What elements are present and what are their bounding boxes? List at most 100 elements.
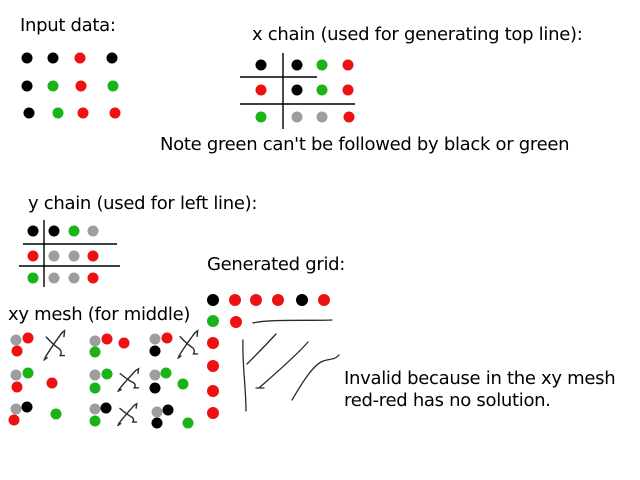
dot-gray — [68, 272, 80, 284]
dot-black — [21, 80, 33, 92]
dot-gray — [149, 333, 161, 345]
input-data-grid — [21, 52, 121, 119]
dot-green — [160, 367, 172, 379]
green-rule-note: Note green can't be followed by black or… — [160, 134, 570, 155]
dot-black — [151, 417, 163, 429]
dot-black — [162, 404, 174, 416]
dot-red — [46, 377, 58, 389]
no-solution-x-icon — [117, 402, 138, 427]
dot-green — [316, 59, 328, 71]
dot-green — [89, 415, 101, 427]
dot-gray — [316, 111, 328, 123]
invalid-note-line2: red-red has no solution. — [344, 390, 551, 411]
dot-gray — [87, 225, 99, 237]
dot-red — [27, 250, 39, 262]
dot-red — [11, 345, 23, 357]
dot-black — [291, 59, 303, 71]
no-solution-x-icon — [177, 329, 199, 359]
dot-red — [109, 107, 121, 119]
dot-gray — [149, 369, 161, 381]
dot-red — [230, 316, 242, 328]
dot-green — [101, 368, 113, 380]
dot-black — [21, 52, 33, 64]
no-solution-x-icon — [45, 336, 66, 357]
dot-green — [27, 272, 39, 284]
dot-green — [182, 417, 194, 429]
dot-green — [50, 408, 62, 420]
no-solution-x-icon — [179, 335, 199, 355]
dot-green — [52, 107, 64, 119]
dot-black — [100, 402, 112, 414]
dot-black — [291, 84, 303, 96]
generated-grid — [207, 294, 340, 419]
no-solution-x-icon — [43, 329, 66, 361]
dot-red — [77, 107, 89, 119]
sketch-line — [242, 339, 247, 412]
dot-red — [74, 52, 86, 64]
sketch-line — [291, 354, 340, 401]
invalid-note: Invalid because in the xy mesh red-red h… — [344, 368, 616, 412]
dot-black — [23, 107, 35, 119]
dot-black — [296, 294, 308, 306]
dot-gray — [89, 335, 101, 347]
dot-gray — [10, 403, 22, 415]
dot-red — [207, 407, 219, 419]
dot-black — [27, 225, 39, 237]
dot-gray — [89, 403, 101, 415]
dot-red — [207, 337, 219, 349]
x-chain-title: x chain (used for generating top line): — [252, 24, 583, 45]
dot-green — [316, 84, 328, 96]
dot-red — [342, 59, 354, 71]
dot-red — [207, 360, 219, 372]
no-solution-x-icon — [119, 372, 140, 389]
dot-gray — [68, 250, 80, 262]
dot-green — [177, 378, 189, 390]
dot-black — [255, 59, 267, 71]
xy-mesh — [8, 329, 199, 429]
dot-red — [343, 111, 355, 123]
dot-red — [22, 332, 34, 344]
dot-red — [255, 84, 267, 96]
dot-black — [21, 401, 33, 413]
dot-red — [161, 332, 173, 344]
no-solution-x-icon — [117, 367, 140, 393]
xy-mesh-title: xy mesh (for middle) — [8, 304, 191, 325]
dot-green — [89, 346, 101, 358]
dot-green — [89, 382, 101, 394]
no-solution-x-icon — [119, 407, 138, 423]
dot-green — [255, 111, 267, 123]
y-chain-title: y chain (used for left line): — [28, 193, 258, 214]
sketch-line — [246, 333, 277, 365]
dot-red — [250, 294, 262, 306]
invalid-note-line1: Invalid because in the xy mesh — [344, 368, 616, 389]
dot-red — [87, 250, 99, 262]
dot-red — [207, 385, 219, 397]
y-chain-grid — [19, 220, 120, 287]
input-data-title: Input data: — [20, 15, 116, 36]
dot-gray — [151, 406, 163, 418]
dot-red — [8, 414, 20, 426]
dot-red — [318, 294, 330, 306]
dot-green — [68, 225, 80, 237]
dot-gray — [10, 334, 22, 346]
sketch-line — [255, 341, 309, 389]
dot-black — [149, 382, 161, 394]
dot-gray — [48, 250, 60, 262]
generated-grid-title: Generated grid: — [207, 254, 346, 275]
dot-black — [149, 345, 161, 357]
dot-green — [107, 80, 119, 92]
dot-gray — [48, 272, 60, 284]
dot-gray — [10, 369, 22, 381]
dot-black — [48, 225, 60, 237]
dot-red — [272, 294, 284, 306]
dot-red — [87, 272, 99, 284]
dot-red — [342, 84, 354, 96]
dot-gray — [89, 369, 101, 381]
dot-black — [47, 52, 59, 64]
dot-red — [101, 333, 113, 345]
dot-green — [207, 315, 219, 327]
dot-red — [229, 294, 241, 306]
dot-green — [22, 367, 34, 379]
